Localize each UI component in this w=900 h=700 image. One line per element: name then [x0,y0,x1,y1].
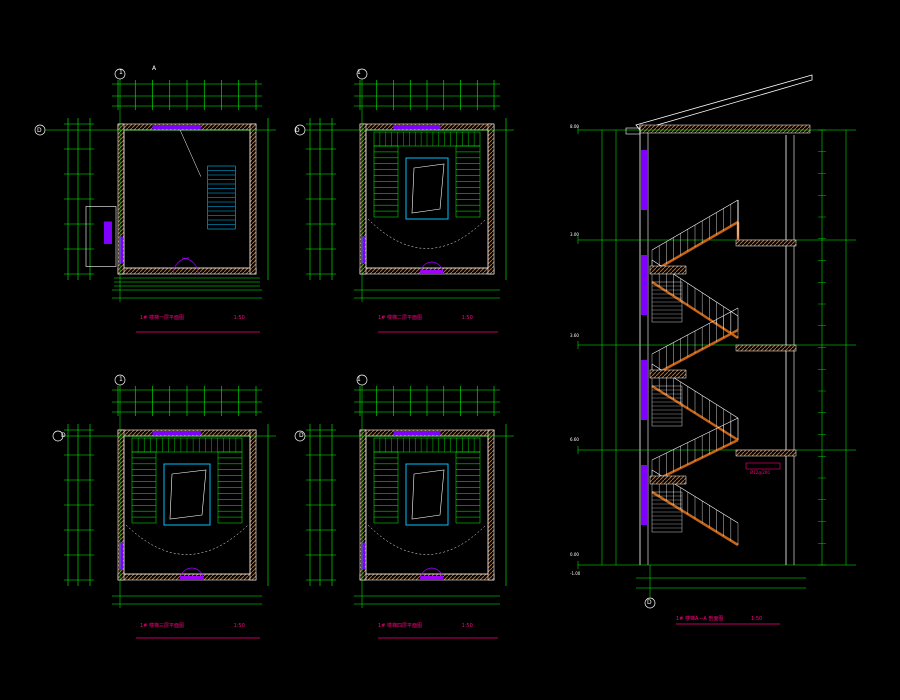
plan-4-axis-left: D [299,432,304,439]
plan-4-wall-right [487,429,495,581]
plan-3-landing-curve [125,524,249,555]
plan-3-axis-top: 1 [119,376,123,383]
plan-2-well-break [411,163,445,214]
section-axis-bottom: D [647,599,652,606]
plan-3-axis-left: D [61,432,66,439]
plan-1-window-top [152,125,201,129]
plan-1-side-door [104,221,112,244]
plan-1-title: 1# 楼梯一层平面图 1:50 [140,315,245,321]
section-roof-slab [639,124,811,134]
plan-1-inner-outline [123,129,251,269]
plan-3-title: 1# 楼梯三层平面图 1:50 [140,623,245,629]
plan-4-landing-curve [367,524,487,555]
plan-1-door-swing-2 [182,257,199,275]
section-title: 1# 楼梯A—A 剖面图 1:50 [676,616,763,622]
plan-3-window-left [119,542,123,570]
plan-4-window-top [393,431,441,435]
plan-1-wall-bottom [117,267,257,275]
plan-1-window-left [119,236,123,264]
section-level-0: 0.00 [570,552,579,557]
section-roof [635,74,813,131]
plan-1-axis-left: D [37,127,42,134]
section-level-4: 6.60 [570,437,579,442]
section-window [641,255,647,315]
plan-1-wall-right [249,123,257,275]
plan-2-axis-left: D [295,127,300,134]
section-note: Ø12@200 [750,470,770,475]
section-landing [649,265,687,275]
plan-2-stair-well [405,157,449,220]
section-floor-slab [735,239,797,247]
plan-1-axis-top: 1 [119,69,123,76]
plan-4-door-frame [420,576,444,580]
plan-2-axis-top: 1 [357,69,361,76]
plan-4-axis-top: 1 [357,376,361,383]
plan-2-window-top [393,125,441,129]
plan-1-break-line [179,129,202,177]
plan-1-door-swing-1 [172,257,190,275]
section-level-3: 3.60 [570,333,579,338]
plan-3-door-frame [180,576,204,580]
section-landing [649,475,687,485]
plan-3-wall-right [249,429,257,581]
plan-3-well-break [169,469,207,520]
section-level-top: 8.00 [570,124,579,129]
plan-2-wall-right [487,123,495,275]
plan-3-stair-well [163,463,211,526]
plan-2-title: 1# 楼梯二层平面图 1:50 [378,315,473,321]
section-window [641,150,647,210]
plan-4-title: 1# 楼梯四层平面图 1:50 [378,623,473,629]
section-window [641,465,647,525]
plan-4-stair-well [405,463,449,526]
section-window [641,360,647,420]
plan-1-side-canopy [85,206,117,267]
section-landing [649,369,687,379]
plan-4-window-left [361,542,365,570]
plan-4-well-break [411,469,445,520]
section-level-base: -1.00 [570,571,581,576]
section-floor-slab [735,449,797,457]
section-floor-slab [735,344,797,352]
plan-2-landing-curve [367,218,487,249]
plan-3-window-top [152,431,201,435]
plan-2-window-left [361,236,365,264]
section-level-2: 3.00 [570,232,579,237]
section-note-box [745,462,781,470]
plan-2-door-frame [420,270,444,274]
plan-1-section-mark: A [152,65,157,72]
section-gutter [625,127,641,135]
